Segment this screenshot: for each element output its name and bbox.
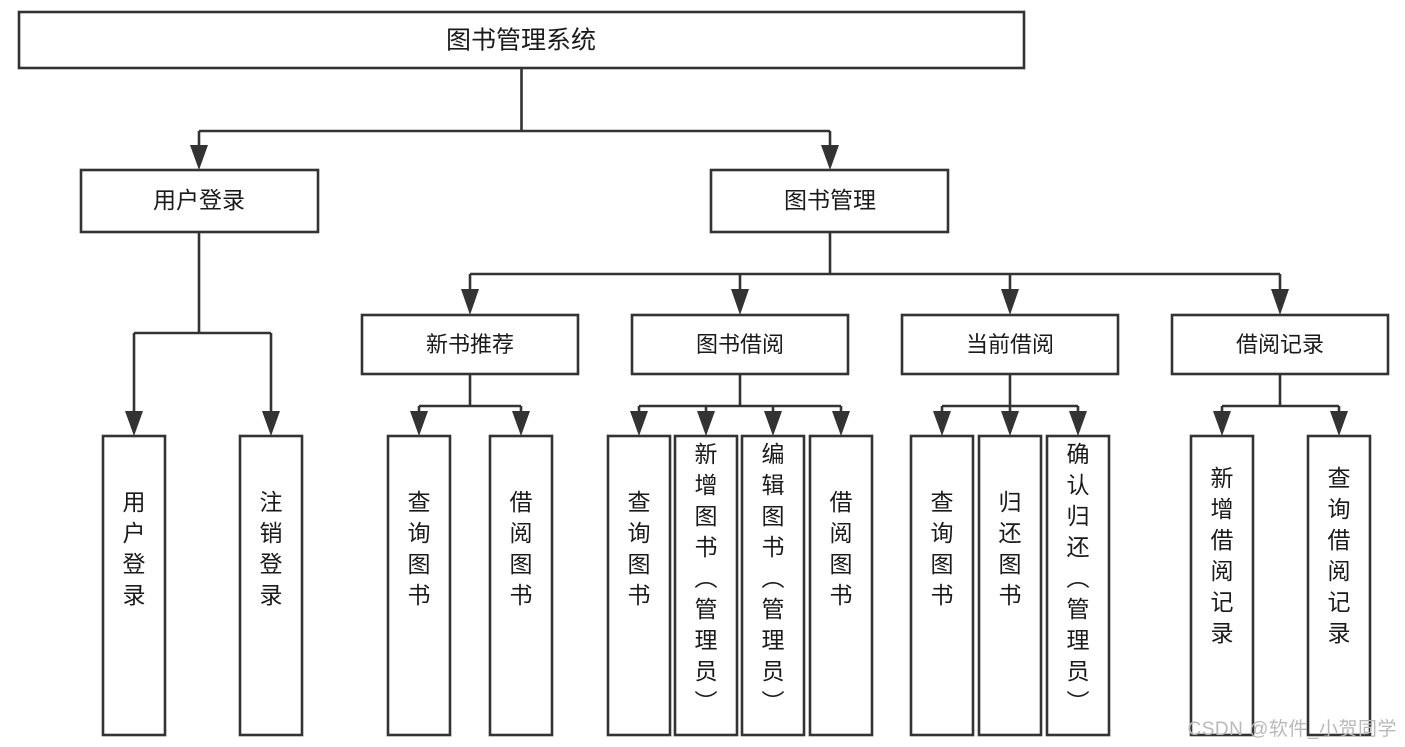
arrow-head-borrow-record: [1271, 289, 1289, 315]
node-book-manage[interactable]: 图书管理: [709, 168, 950, 234]
leaf-user-logout[interactable]: 注销登录: [238, 434, 304, 737]
arrow-head-leaf-borrow-book-1: [512, 411, 530, 436]
node-borrow-record-box[interactable]: [1170, 313, 1390, 376]
leaf-query-book-3-label: 查询图书: [931, 489, 954, 608]
node-current-borrow[interactable]: 当前借阅: [900, 313, 1120, 376]
leaf-add-record-box[interactable]: [1189, 434, 1255, 737]
arrow-head-book-borrow: [731, 289, 749, 315]
leaf-borrow-book-1-box[interactable]: [488, 434, 554, 737]
leaf-user-logout-label: 注销登录: [260, 489, 283, 608]
node-book-borrow-label: 图书借阅: [696, 332, 784, 357]
node-new-book-rec[interactable]: 新书推荐: [360, 313, 580, 376]
arrow-head-leaf-add-book: [697, 411, 715, 436]
leaf-user-login-box[interactable]: [101, 434, 167, 737]
arrow-head-leaf-query-book-1: [410, 411, 428, 436]
node-borrow-record-label: 借阅记录: [1236, 332, 1324, 357]
node-current-borrow-label: 当前借阅: [966, 332, 1054, 357]
leaf-query-record-box[interactable]: [1306, 434, 1372, 737]
arrow-head-book-manage: [821, 145, 839, 170]
leaf-confirm-return-box[interactable]: [1045, 434, 1111, 737]
arrow-head-user-login: [190, 145, 208, 170]
leaf-borrow-book-2-label: 借阅图书: [830, 489, 853, 608]
leaf-add-book-label: 新增图书︵管理员︶: [695, 441, 718, 715]
node-borrow-record[interactable]: 借阅记录: [1170, 313, 1390, 376]
csdn-watermark: CSDN @软件_小贺同学: [1187, 719, 1397, 740]
node-book-manage-box[interactable]: [709, 168, 950, 234]
node-new-book-rec-box[interactable]: [360, 313, 580, 376]
arrow-head-leaf-query-book-3: [933, 411, 951, 436]
node-book-borrow[interactable]: 图书借阅: [630, 313, 850, 376]
leaf-query-book-1-label: 查询图书: [408, 489, 431, 608]
leaf-query-book-3[interactable]: 查询图书: [909, 434, 975, 737]
node-current-borrow-box[interactable]: [900, 313, 1120, 376]
leaf-query-book-2-label: 查询图书: [628, 489, 651, 608]
node-root-label: 图书管理系统: [446, 27, 596, 55]
leaf-return-book-label: 归还图书: [999, 489, 1022, 608]
arrow-head-leaf-confirm-return: [1069, 411, 1087, 436]
arrow-head-leaf-user-login: [125, 411, 143, 436]
node-user-login-box[interactable]: [79, 168, 320, 234]
leaf-query-book-1[interactable]: 查询图书: [386, 434, 452, 737]
node-book-manage-label: 图书管理: [784, 187, 876, 213]
leaf-borrow-book-2[interactable]: 借阅图书: [808, 434, 874, 737]
leaf-edit-book-label: 编辑图书︵管理员︶: [762, 441, 785, 715]
leaf-add-book[interactable]: 新增图书︵管理员︶: [673, 434, 739, 737]
node-user-login[interactable]: 用户登录: [79, 168, 320, 234]
leaf-user-login-label: 用户登录: [123, 489, 146, 608]
leaf-add-record-label: 新增借阅记录: [1211, 465, 1234, 646]
leaf-query-book-1-box[interactable]: [386, 434, 452, 737]
node-root[interactable]: 图书管理系统: [17, 10, 1026, 70]
leaf-edit-book-box[interactable]: [740, 434, 806, 737]
arrow-head-new-book-rec: [461, 289, 479, 315]
leaf-confirm-return[interactable]: 确认归还︵管理员︶: [1045, 434, 1111, 737]
leaf-return-book[interactable]: 归还图书: [977, 434, 1043, 737]
arrow-head-current-borrow: [1001, 289, 1019, 315]
leaf-confirm-return-label: 确认归还︵管理员︶: [1067, 441, 1090, 715]
leaf-query-book-2[interactable]: 查询图书: [606, 434, 672, 737]
leaf-return-book-box[interactable]: [977, 434, 1043, 737]
node-root-box[interactable]: [17, 10, 1026, 70]
arrow-head-leaf-add-record: [1213, 411, 1231, 436]
arrow-head-leaf-return-book: [1001, 411, 1019, 436]
arrow-head-leaf-edit-book: [764, 411, 782, 436]
leaf-query-record-label: 查询借阅记录: [1328, 465, 1351, 646]
leaf-query-book-2-box[interactable]: [606, 434, 672, 737]
leaf-query-record[interactable]: 查询借阅记录: [1306, 434, 1372, 737]
arrow-head-leaf-query-book-2: [630, 411, 648, 436]
leaf-user-logout-box[interactable]: [238, 434, 304, 737]
leaf-user-login[interactable]: 用户登录: [101, 434, 167, 737]
leaf-add-book-box[interactable]: [673, 434, 739, 737]
arrow-head-leaf-user-logout: [262, 411, 280, 436]
arrow-head-leaf-borrow-book-2: [832, 411, 850, 436]
node-book-borrow-box[interactable]: [630, 313, 850, 376]
leaf-borrow-book-1[interactable]: 借阅图书: [488, 434, 554, 737]
connector-layer: [125, 68, 1348, 436]
arrow-head-leaf-query-record: [1330, 411, 1348, 436]
leaf-query-book-3-box[interactable]: [909, 434, 975, 737]
node-new-book-rec-label: 新书推荐: [426, 332, 514, 357]
leaf-add-record[interactable]: 新增借阅记录: [1189, 434, 1255, 737]
node-user-login-label: 用户登录: [153, 187, 245, 213]
leaf-borrow-book-2-box[interactable]: [808, 434, 874, 737]
leaf-borrow-book-1-label: 借阅图书: [510, 489, 533, 608]
leaf-edit-book[interactable]: 编辑图书︵管理员︶: [740, 434, 806, 737]
